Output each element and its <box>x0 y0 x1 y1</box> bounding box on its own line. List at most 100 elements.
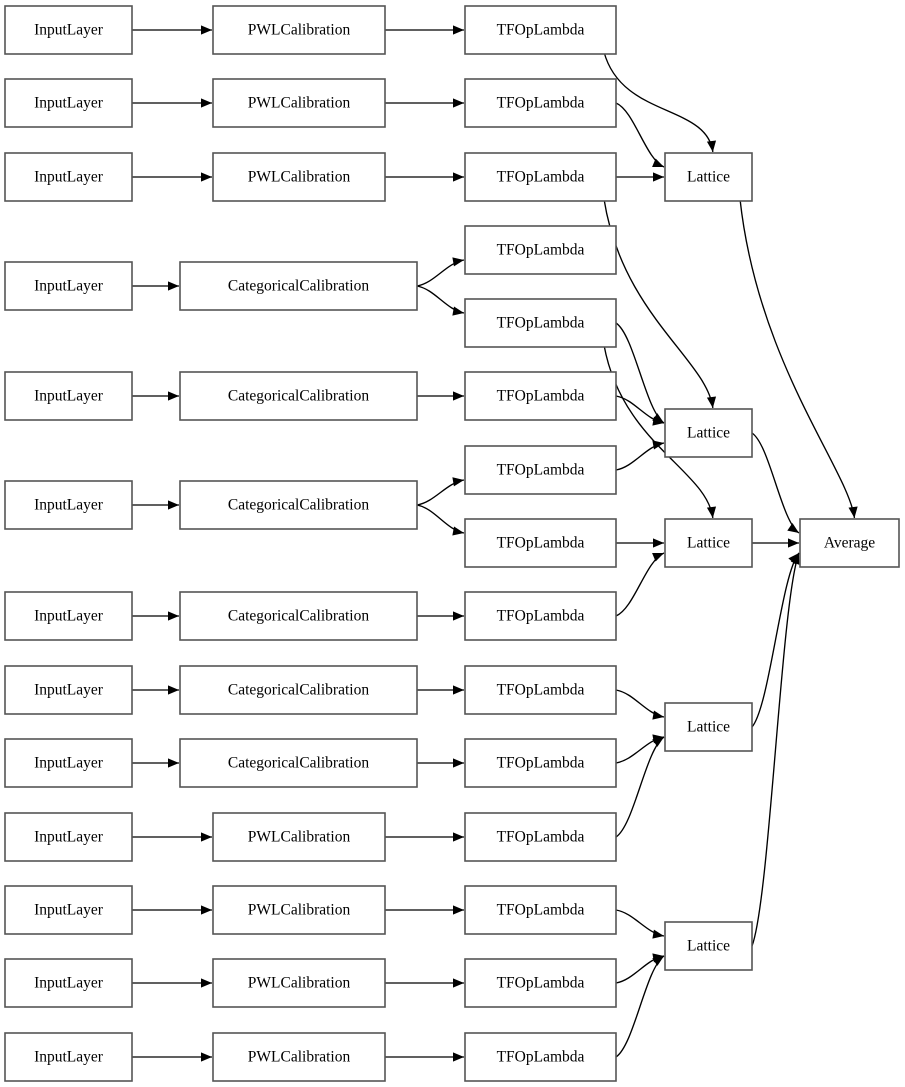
node-input-layer-in11[interactable]: InputLayer <box>4 885 133 935</box>
node-box[interactable] <box>212 1032 386 1082</box>
node-box[interactable] <box>464 445 617 495</box>
node-box[interactable] <box>664 702 753 752</box>
node-pwlcalibration-cal3[interactable]: PWLCalibration <box>212 152 386 202</box>
node-input-layer-in1[interactable]: InputLayer <box>4 5 133 55</box>
node-input-layer-in13[interactable]: InputLayer <box>4 1032 133 1082</box>
node-box[interactable] <box>464 152 617 202</box>
node-box[interactable] <box>664 408 753 458</box>
node-lattice-lat3[interactable]: Lattice <box>664 518 753 568</box>
node-box[interactable] <box>799 518 900 568</box>
node-box[interactable] <box>464 958 617 1008</box>
node-tfop-lambda-op7[interactable]: TFOpLambda <box>464 445 617 495</box>
node-pwlcalibration-cal12[interactable]: PWLCalibration <box>212 958 386 1008</box>
node-average-avg[interactable]: Average <box>799 518 900 568</box>
node-tfop-lambda-op10[interactable]: TFOpLambda <box>464 665 617 715</box>
node-lattice-lat4[interactable]: Lattice <box>664 702 753 752</box>
node-tfop-lambda-op6[interactable]: TFOpLambda <box>464 371 617 421</box>
node-tfop-lambda-op15[interactable]: TFOpLambda <box>464 1032 617 1082</box>
node-box[interactable] <box>464 591 617 641</box>
node-tfop-lambda-op3[interactable]: TFOpLambda <box>464 152 617 202</box>
node-tfop-lambda-op14[interactable]: TFOpLambda <box>464 958 617 1008</box>
node-input-layer-in7[interactable]: InputLayer <box>4 591 133 641</box>
node-box[interactable] <box>4 665 133 715</box>
node-input-layer-in5[interactable]: InputLayer <box>4 371 133 421</box>
node-tfop-lambda-op2[interactable]: TFOpLambda <box>464 78 617 128</box>
node-box[interactable] <box>464 371 617 421</box>
node-box[interactable] <box>212 152 386 202</box>
node-input-layer-in3[interactable]: InputLayer <box>4 152 133 202</box>
node-box[interactable] <box>4 152 133 202</box>
node-box[interactable] <box>464 518 617 568</box>
node-label: TFOpLambda <box>497 462 585 479</box>
node-box[interactable] <box>4 885 133 935</box>
node-tfop-lambda-op11[interactable]: TFOpLambda <box>464 738 617 788</box>
node-pwlcalibration-cal10[interactable]: PWLCalibration <box>212 812 386 862</box>
node-box[interactable] <box>464 738 617 788</box>
node-lattice-lat1[interactable]: Lattice <box>664 152 753 202</box>
node-box[interactable] <box>4 78 133 128</box>
node-box[interactable] <box>4 812 133 862</box>
node-categorical-calibration-cal4[interactable]: CategoricalCalibration <box>179 261 418 311</box>
node-tfop-lambda-op12[interactable]: TFOpLambda <box>464 812 617 862</box>
node-categorical-calibration-cal8[interactable]: CategoricalCalibration <box>179 665 418 715</box>
edge-arrowhead <box>453 685 464 695</box>
node-box[interactable] <box>4 591 133 641</box>
node-box[interactable] <box>212 78 386 128</box>
node-lattice-lat5[interactable]: Lattice <box>664 921 753 971</box>
node-categorical-calibration-cal9[interactable]: CategoricalCalibration <box>179 738 418 788</box>
node-box[interactable] <box>179 738 418 788</box>
node-box[interactable] <box>212 5 386 55</box>
node-input-layer-in10[interactable]: InputLayer <box>4 812 133 862</box>
node-box[interactable] <box>464 78 617 128</box>
node-input-layer-in12[interactable]: InputLayer <box>4 958 133 1008</box>
node-categorical-calibration-cal6[interactable]: CategoricalCalibration <box>179 480 418 530</box>
node-box[interactable] <box>664 152 753 202</box>
node-box[interactable] <box>179 371 418 421</box>
node-input-layer-in9[interactable]: InputLayer <box>4 738 133 788</box>
node-box[interactable] <box>464 885 617 935</box>
node-box[interactable] <box>212 885 386 935</box>
node-pwlcalibration-cal2[interactable]: PWLCalibration <box>212 78 386 128</box>
node-box[interactable] <box>464 225 617 275</box>
node-pwlcalibration-cal1[interactable]: PWLCalibration <box>212 5 386 55</box>
node-tfop-lambda-op1[interactable]: TFOpLambda <box>464 5 617 55</box>
node-input-layer-in6[interactable]: InputLayer <box>4 480 133 530</box>
node-box[interactable] <box>179 665 418 715</box>
node-box[interactable] <box>4 958 133 1008</box>
node-box[interactable] <box>464 298 617 348</box>
node-tfop-lambda-op8[interactable]: TFOpLambda <box>464 518 617 568</box>
node-input-layer-in4[interactable]: InputLayer <box>4 261 133 311</box>
node-box[interactable] <box>464 5 617 55</box>
node-label: InputLayer <box>34 95 104 112</box>
node-box[interactable] <box>464 665 617 715</box>
node-box[interactable] <box>4 261 133 311</box>
node-tfop-lambda-op13[interactable]: TFOpLambda <box>464 885 617 935</box>
node-box[interactable] <box>4 480 133 530</box>
node-box[interactable] <box>212 958 386 1008</box>
node-box[interactable] <box>212 812 386 862</box>
node-tfop-lambda-op4[interactable]: TFOpLambda <box>464 225 617 275</box>
node-input-layer-in2[interactable]: InputLayer <box>4 78 133 128</box>
node-box[interactable] <box>464 1032 617 1082</box>
node-box[interactable] <box>464 812 617 862</box>
node-label: TFOpLambda <box>497 902 585 919</box>
node-lattice-lat2[interactable]: Lattice <box>664 408 753 458</box>
node-tfop-lambda-op5[interactable]: TFOpLambda <box>464 298 617 348</box>
node-box[interactable] <box>4 371 133 421</box>
node-box[interactable] <box>4 738 133 788</box>
node-box[interactable] <box>4 1032 133 1082</box>
node-categorical-calibration-cal7[interactable]: CategoricalCalibration <box>179 591 418 641</box>
node-pwlcalibration-cal11[interactable]: PWLCalibration <box>212 885 386 935</box>
node-box[interactable] <box>179 261 418 311</box>
node-box[interactable] <box>179 591 418 641</box>
node-box[interactable] <box>4 5 133 55</box>
node-box[interactable] <box>179 480 418 530</box>
node-label: PWLCalibration <box>248 829 351 846</box>
node-box[interactable] <box>664 518 753 568</box>
edge-arrowhead <box>653 538 664 548</box>
node-box[interactable] <box>664 921 753 971</box>
node-categorical-calibration-cal5[interactable]: CategoricalCalibration <box>179 371 418 421</box>
node-tfop-lambda-op9[interactable]: TFOpLambda <box>464 591 617 641</box>
node-input-layer-in8[interactable]: InputLayer <box>4 665 133 715</box>
node-pwlcalibration-cal13[interactable]: PWLCalibration <box>212 1032 386 1082</box>
